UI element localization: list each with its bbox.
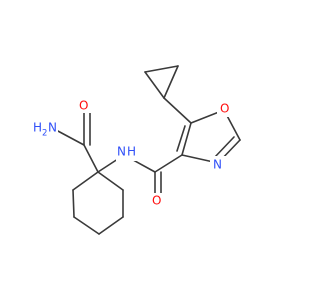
atom-amide-nitrogen: N [48, 121, 57, 135]
bond-c2-n3-b [213, 136, 235, 159]
bond-cp-1 [144, 71, 165, 99]
atom-amide-hydrogen: H [33, 121, 42, 135]
bond-cyclohexane-5 [72, 189, 75, 218]
atom-carbonyl-oxygen: O [152, 194, 161, 208]
atom-nh-nitrogen: N [117, 145, 126, 159]
bond-cyclohexane-4 [73, 216, 100, 235]
atom-oxazole-nitrogen: N [213, 158, 222, 172]
bond-camide-n [55, 129, 85, 146]
bond-c4-c5-a [181, 122, 192, 156]
bond-cyclohexane-3 [98, 216, 124, 235]
label-layer: O H 2 N N H O N O [32, 97, 233, 209]
atom-nh-hydrogen: H [127, 145, 136, 159]
bond-cyclohexane-6 [72, 171, 99, 191]
atom-amide-oxygen: O [79, 99, 88, 113]
bond-c5-cp [163, 97, 192, 124]
molecule-structure: O H 2 N N H O N O [32, 65, 241, 235]
bond-cp-3 [163, 65, 179, 99]
atom-oxazole-oxygen: O [220, 102, 229, 116]
bond-cyclohexane-1 [97, 171, 124, 191]
bond-cq-camide [83, 144, 99, 173]
bond-cc-c4 [154, 154, 183, 173]
bond-cp-2 [144, 65, 179, 73]
bond-layer [55, 65, 241, 235]
bond-c4-c5-b [176, 125, 186, 152]
atom-amide-h-subscript: 2 [42, 129, 47, 139]
